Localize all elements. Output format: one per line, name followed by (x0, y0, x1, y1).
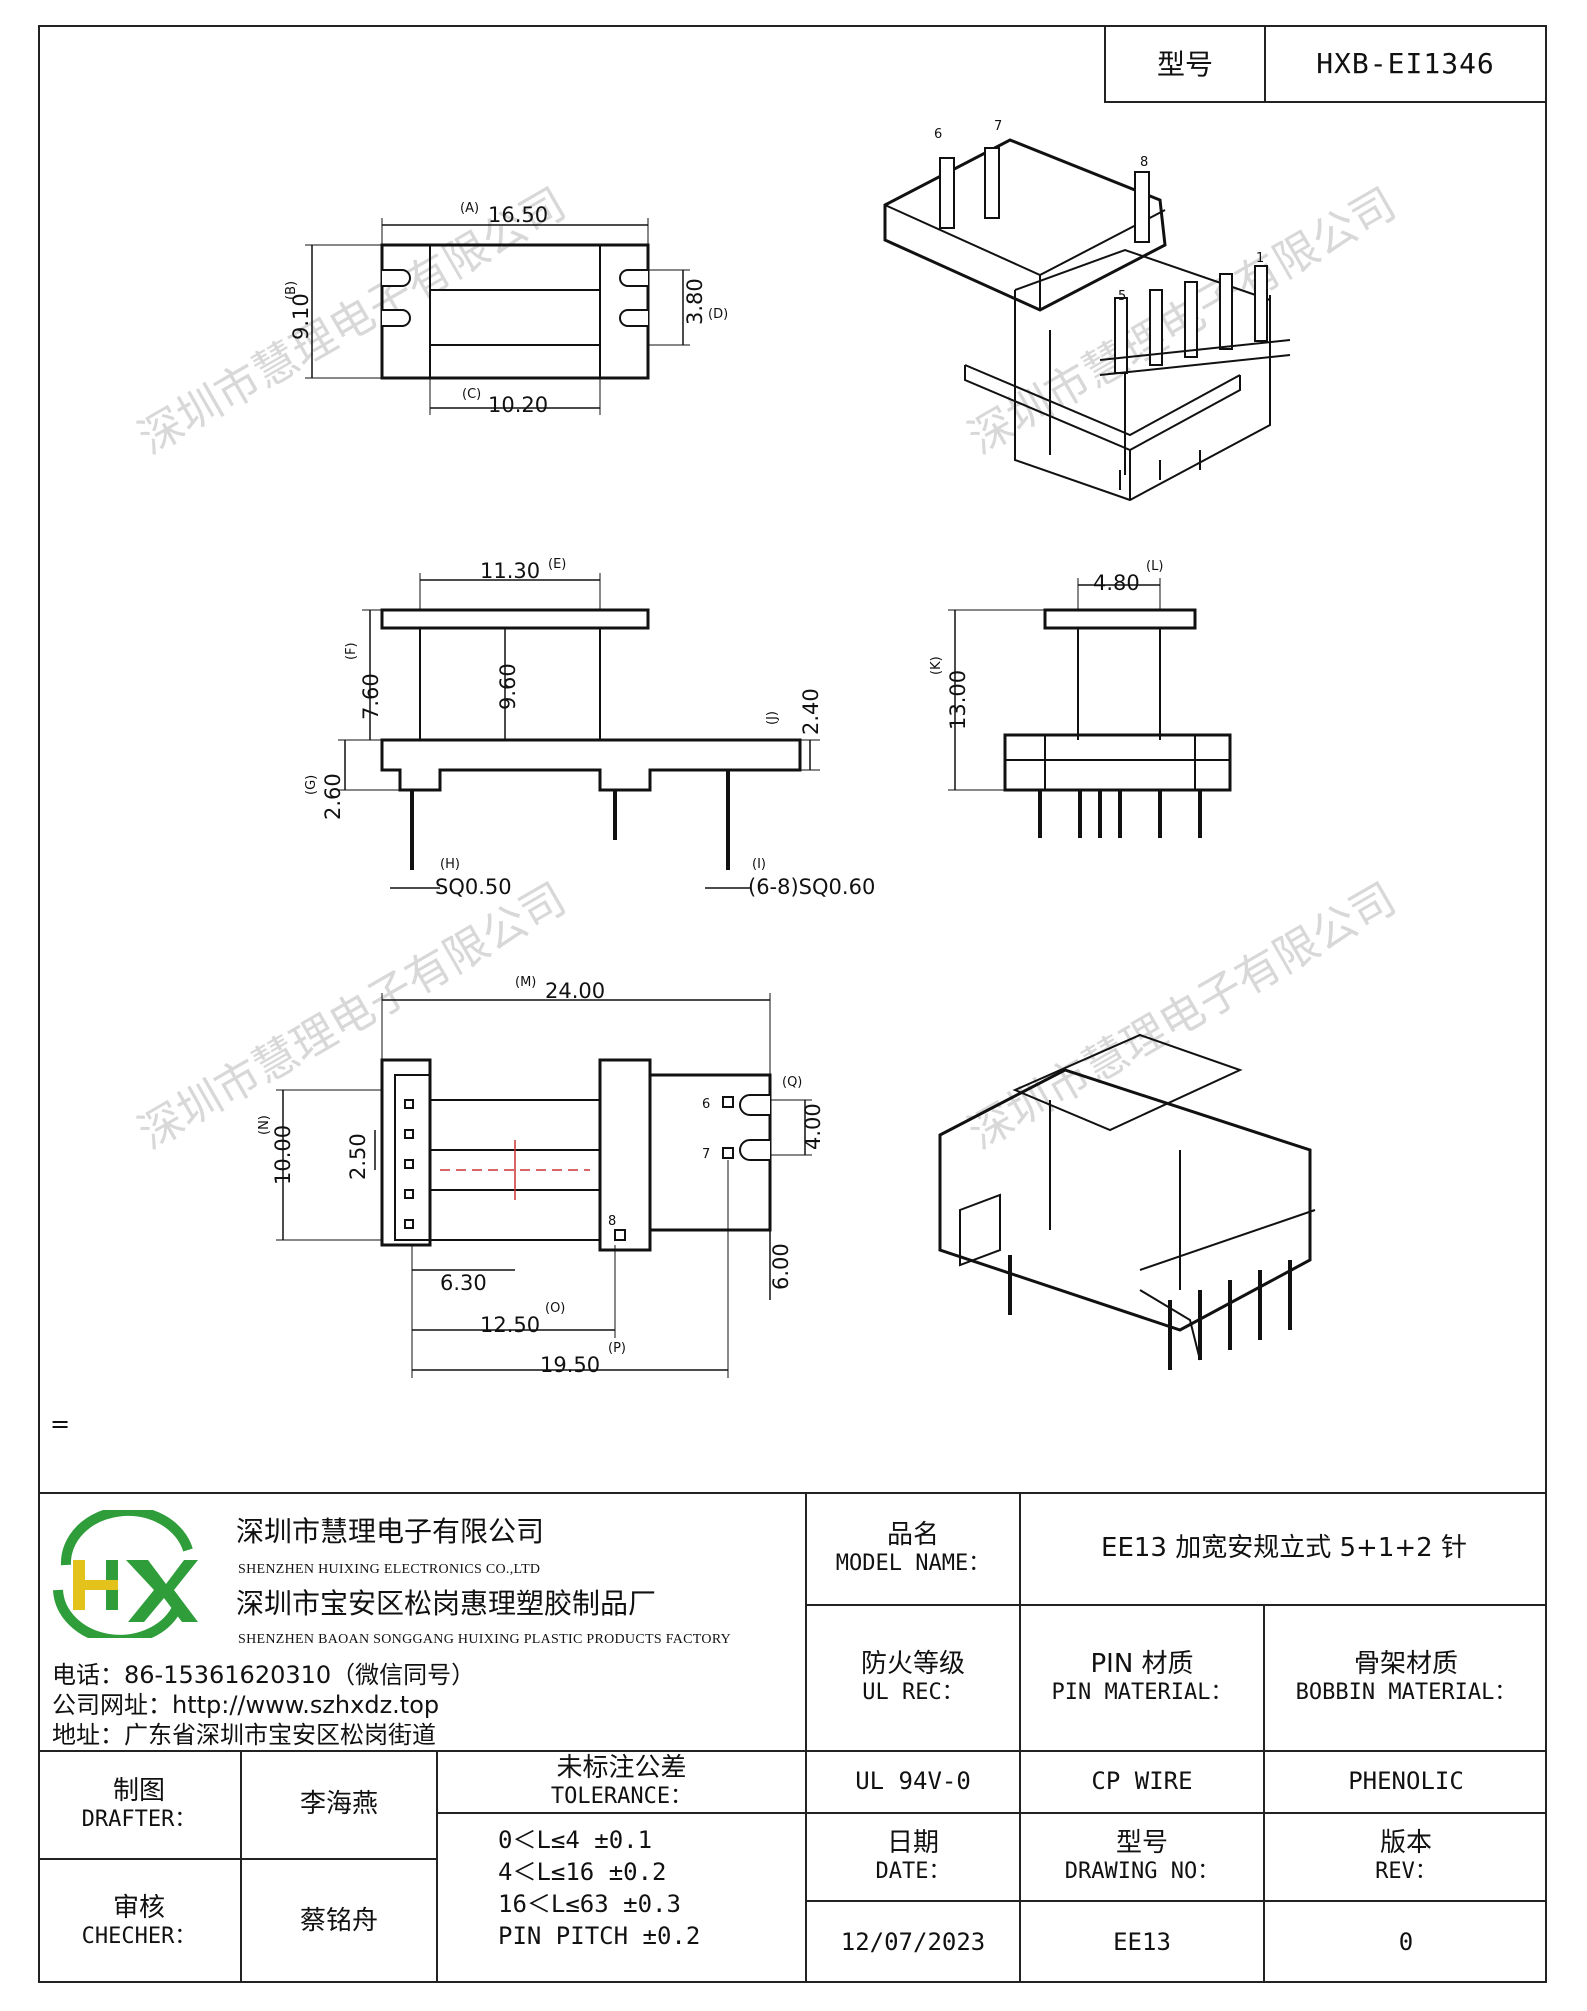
pin-number: 7 (994, 119, 1002, 134)
dim-text: 2.40 (799, 688, 823, 735)
drawing-no-label: 型号 DRAWING NO： (1064, 1828, 1220, 1885)
dim-text: 7.60 (359, 673, 383, 720)
drafter-value: 李海燕 (299, 1789, 378, 1820)
isometric-view-bottom (938, 1033, 1316, 1370)
dim-ref: (P) (608, 1341, 626, 1356)
tolerance-table: 0＜L≤4 ±0.1 4＜L≤16 ±0.2 16＜L≤63 ±0.3 PIN … (498, 1824, 700, 1952)
dim-ref: (A) (460, 201, 479, 216)
pin-number: 1 (1256, 251, 1264, 266)
tolerance-label: 未标注公差 TOLERANCE： (550, 1753, 693, 1810)
dim-text: 10.20 (488, 393, 548, 417)
watermark: 深圳市慧理电子有限公司 (960, 873, 1405, 1159)
dim-text: 6.30 (440, 1271, 487, 1295)
dim-text: 4.00 (801, 1103, 825, 1150)
drawing-sheet-border (38, 25, 1547, 1983)
pin-number: 5 (1118, 289, 1126, 304)
dim-text: 10.00 (271, 1125, 295, 1185)
dim-ref: (M) (515, 975, 536, 990)
drafter-label: 制图 DRAFTER： (81, 1776, 197, 1833)
pin-number: 6 (934, 127, 942, 142)
ul-rec-label: 防火等级 UL REC： (860, 1649, 965, 1706)
dim-text: 4.80 (1093, 571, 1140, 595)
dim-ref: (G) (304, 775, 319, 795)
factory-name: 深圳市宝安区松岗惠理塑胶制品厂 (236, 1587, 657, 1620)
dim-ref: (Q) (782, 1075, 802, 1090)
dim-text: 19.50 (540, 1353, 600, 1377)
phone-text: 电话：86-15361620310（微信同号） (52, 1661, 476, 1689)
dim-ref: (B) (284, 281, 299, 300)
pin-number: 7 (702, 1147, 710, 1162)
isometric-view-top (883, 138, 1291, 502)
company-name-en: SHENZHEN HUIXING ELECTRONICS CO.,LTD (238, 1562, 541, 1577)
top-view (305, 218, 690, 415)
dim-text: 11.30 (480, 559, 540, 583)
drawing-no-value: EE13 (1113, 1927, 1171, 1956)
dim-ref: (K) (929, 656, 944, 675)
dim-text: 16.50 (488, 203, 548, 227)
dim-ref: (L) (1146, 559, 1163, 574)
dim-ref: (C) (462, 387, 481, 402)
tolerance-line: 4＜L≤16 ±0.2 (498, 1858, 667, 1886)
model-value: HXB-EI1346 (1316, 46, 1495, 80)
note-mark: = (50, 1410, 71, 1438)
dim-text: 9.10 (289, 293, 313, 340)
pin-number: 6 (702, 1097, 710, 1112)
company-name: 深圳市慧理电子有限公司 (236, 1515, 545, 1548)
dim-ref: (D) (708, 307, 728, 322)
company-logo-icon (53, 1510, 198, 1638)
side-view (948, 578, 1232, 838)
dim-ref: (J) (765, 711, 780, 725)
dim-text: 3.80 (683, 278, 707, 325)
date-label: 日期 DATE： (875, 1828, 951, 1885)
dim-text: 24.00 (545, 979, 605, 1003)
dim-text: 2.60 (321, 773, 345, 820)
dim-text: 13.00 (946, 670, 970, 730)
dim-text: 9.60 (496, 663, 520, 710)
model-name-label: 品名 MODEL NAME： (835, 1520, 991, 1577)
dim-ref: (E) (548, 557, 566, 572)
tolerance-line: PIN PITCH ±0.2 (498, 1922, 701, 1950)
address-text: 地址：广东省深圳市宝安区松岗街道 (52, 1721, 436, 1749)
dim-ref: (F) (344, 642, 359, 660)
checker-label: 审核 CHECHER： (81, 1892, 197, 1949)
pin-number: 8 (1140, 155, 1148, 170)
rev-label: 版本 REV： (1375, 1828, 1437, 1885)
ul-value: UL 94V-0 (855, 1767, 971, 1796)
dim-text: 12.50 (480, 1313, 540, 1337)
dim-ref: (H) (440, 857, 460, 872)
dim-ref: (I) (752, 857, 766, 872)
model-number-box: 型号 HXB-EI1346 (1104, 25, 1547, 103)
dim-ref: (N) (257, 1115, 272, 1135)
front-view (338, 573, 820, 889)
dim-text: (6-8)SQ0.60 (748, 875, 875, 899)
pin-material-label: PIN 材质 PIN MATERIAL： (1051, 1649, 1233, 1706)
date-value: 12/07/2023 (840, 1927, 986, 1956)
pin-material-value: CP WIRE (1091, 1767, 1193, 1796)
dim-ref: (O) (545, 1301, 565, 1316)
rev-value: 0 (1398, 1927, 1414, 1956)
watermark: 深圳市慧理电子有限公司 (130, 873, 575, 1159)
pin-number: 8 (608, 1214, 616, 1229)
dim-text: 6.00 (769, 1243, 793, 1290)
website-text: 公司网址：http://www.szhxdz.top (52, 1691, 440, 1719)
model-name-value: EE13 加宽安规立式 5+1+2 针 (1101, 1533, 1467, 1564)
bottom-view (276, 993, 812, 1378)
model-label: 型号 (1106, 25, 1266, 101)
checker-value: 蔡铭舟 (299, 1905, 378, 1936)
bobbin-material-value: PHENOLIC (1348, 1767, 1464, 1796)
title-block: 深圳市慧理电子有限公司 SHENZHEN HUIXING ELECTRONICS… (38, 1492, 1547, 1983)
tolerance-line: 16＜L≤63 ±0.3 (498, 1890, 681, 1918)
bobbin-material-label: 骨架材质 BOBBIN MATERIAL： (1295, 1649, 1517, 1706)
technical-drawing: 深圳市慧理电子有限公司 深圳市慧理电子有限公司 深圳市慧理电子有限公司 深圳市慧… (130, 119, 1405, 1378)
factory-name-en: SHENZHEN BAOAN SONGGANG HUIXING PLASTIC … (238, 1632, 732, 1647)
tolerance-line: 0＜L≤4 ±0.1 (498, 1826, 653, 1854)
dim-text: 2.50 (346, 1133, 370, 1180)
dim-text: SQ0.50 (435, 875, 512, 899)
